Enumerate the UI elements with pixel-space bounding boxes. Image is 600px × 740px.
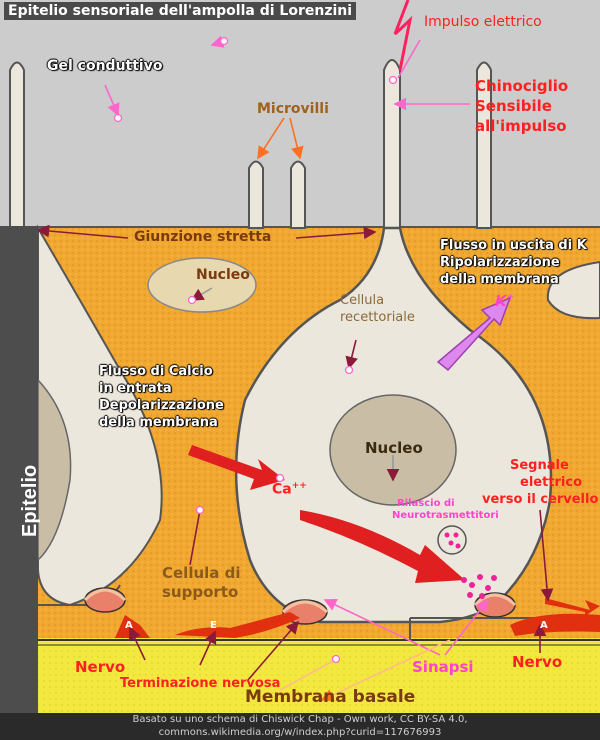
credit-line-2: commons.wikimedia.org/w/index.php?curid=… [158, 727, 442, 738]
label-k-flow-1: Flusso in uscita di K [440, 238, 587, 253]
label-kinocilium-2: Sensibile [475, 97, 552, 115]
impulse-zigzag [393, 0, 413, 71]
left-receptor-cell [37, 224, 163, 607]
diagram-title: Epitelio sensoriale dell'ampolla di Lore… [4, 2, 357, 21]
label-kinocilium-3: all'impulso [475, 117, 567, 135]
receptor-nucleus [329, 394, 457, 506]
surface-projections [9, 59, 492, 229]
label-fibre-e: E [210, 620, 217, 631]
label-kinocilium-1: Chinociglio [475, 77, 569, 95]
signal-arrow [300, 510, 465, 583]
label-receptor-nucleus: Nucleo [365, 439, 423, 457]
label-receptor-cell-2: recettoriale [340, 310, 415, 325]
credit-line-1: Basato su uno schema di Chiswick Chap - … [132, 714, 468, 725]
label-release-1: Rilascio di [397, 498, 455, 509]
basal-membrane [38, 638, 600, 713]
label-nerve-left: Nervo [75, 658, 126, 676]
label-ca-flow-2: in entrata [99, 381, 172, 396]
label-support-cell-1: Cellula di [162, 564, 241, 582]
label-nerve-right: Nervo [512, 653, 563, 671]
vesicle [437, 525, 467, 555]
label-k-flow-3: della membrana [440, 272, 559, 287]
label-ca-ion: Ca++ [272, 481, 307, 498]
label-fibre-a-left: A [125, 620, 133, 631]
calcium-arrow [188, 445, 285, 490]
label-receptor-cell-1: Cellula [340, 293, 385, 308]
potassium-arrow [436, 296, 512, 372]
label-tight-junction: Giunzione stretta [134, 229, 272, 245]
neurotransmitters [444, 532, 497, 599]
label-microvilli: Microvilli [257, 101, 329, 117]
label-release-2: Neurotrasmettitori [392, 510, 499, 521]
label-nerve-ending: Terminazione nervosa [120, 676, 281, 691]
synaptic-pads [83, 587, 517, 625]
label-ca-flow-3: Depolarizzazione [99, 398, 224, 413]
epithelium-bar [0, 226, 38, 713]
label-k-flow-2: Ripolarizzazione [440, 255, 560, 270]
label-ca-flow-1: Flusso di Calcio [99, 364, 213, 379]
label-k-ion: K+ [495, 292, 515, 310]
label-synapse: Sinapsi [412, 658, 474, 676]
label-basal-membrane: Membrana basale [245, 687, 416, 707]
epithelium-label: Epitelio [19, 465, 42, 537]
label-support-nucleus: Nucleo [196, 267, 250, 283]
label-ca-flow-4: della membrana [99, 415, 218, 430]
label-signal-2: elettrico [520, 475, 583, 490]
label-fibre-a-right: A [540, 620, 548, 631]
label-gel: Gel conduttivo [47, 58, 163, 74]
label-support-cell-2: supporto [162, 583, 239, 601]
support-nucleus [147, 257, 257, 313]
label-impulse: Impulso elettrico [424, 14, 542, 30]
credit-bar: Basato su uno schema di Chiswick Chap - … [0, 713, 600, 740]
label-signal-1: Segnale [510, 458, 569, 473]
label-signal-3: verso il cervello [482, 492, 599, 507]
